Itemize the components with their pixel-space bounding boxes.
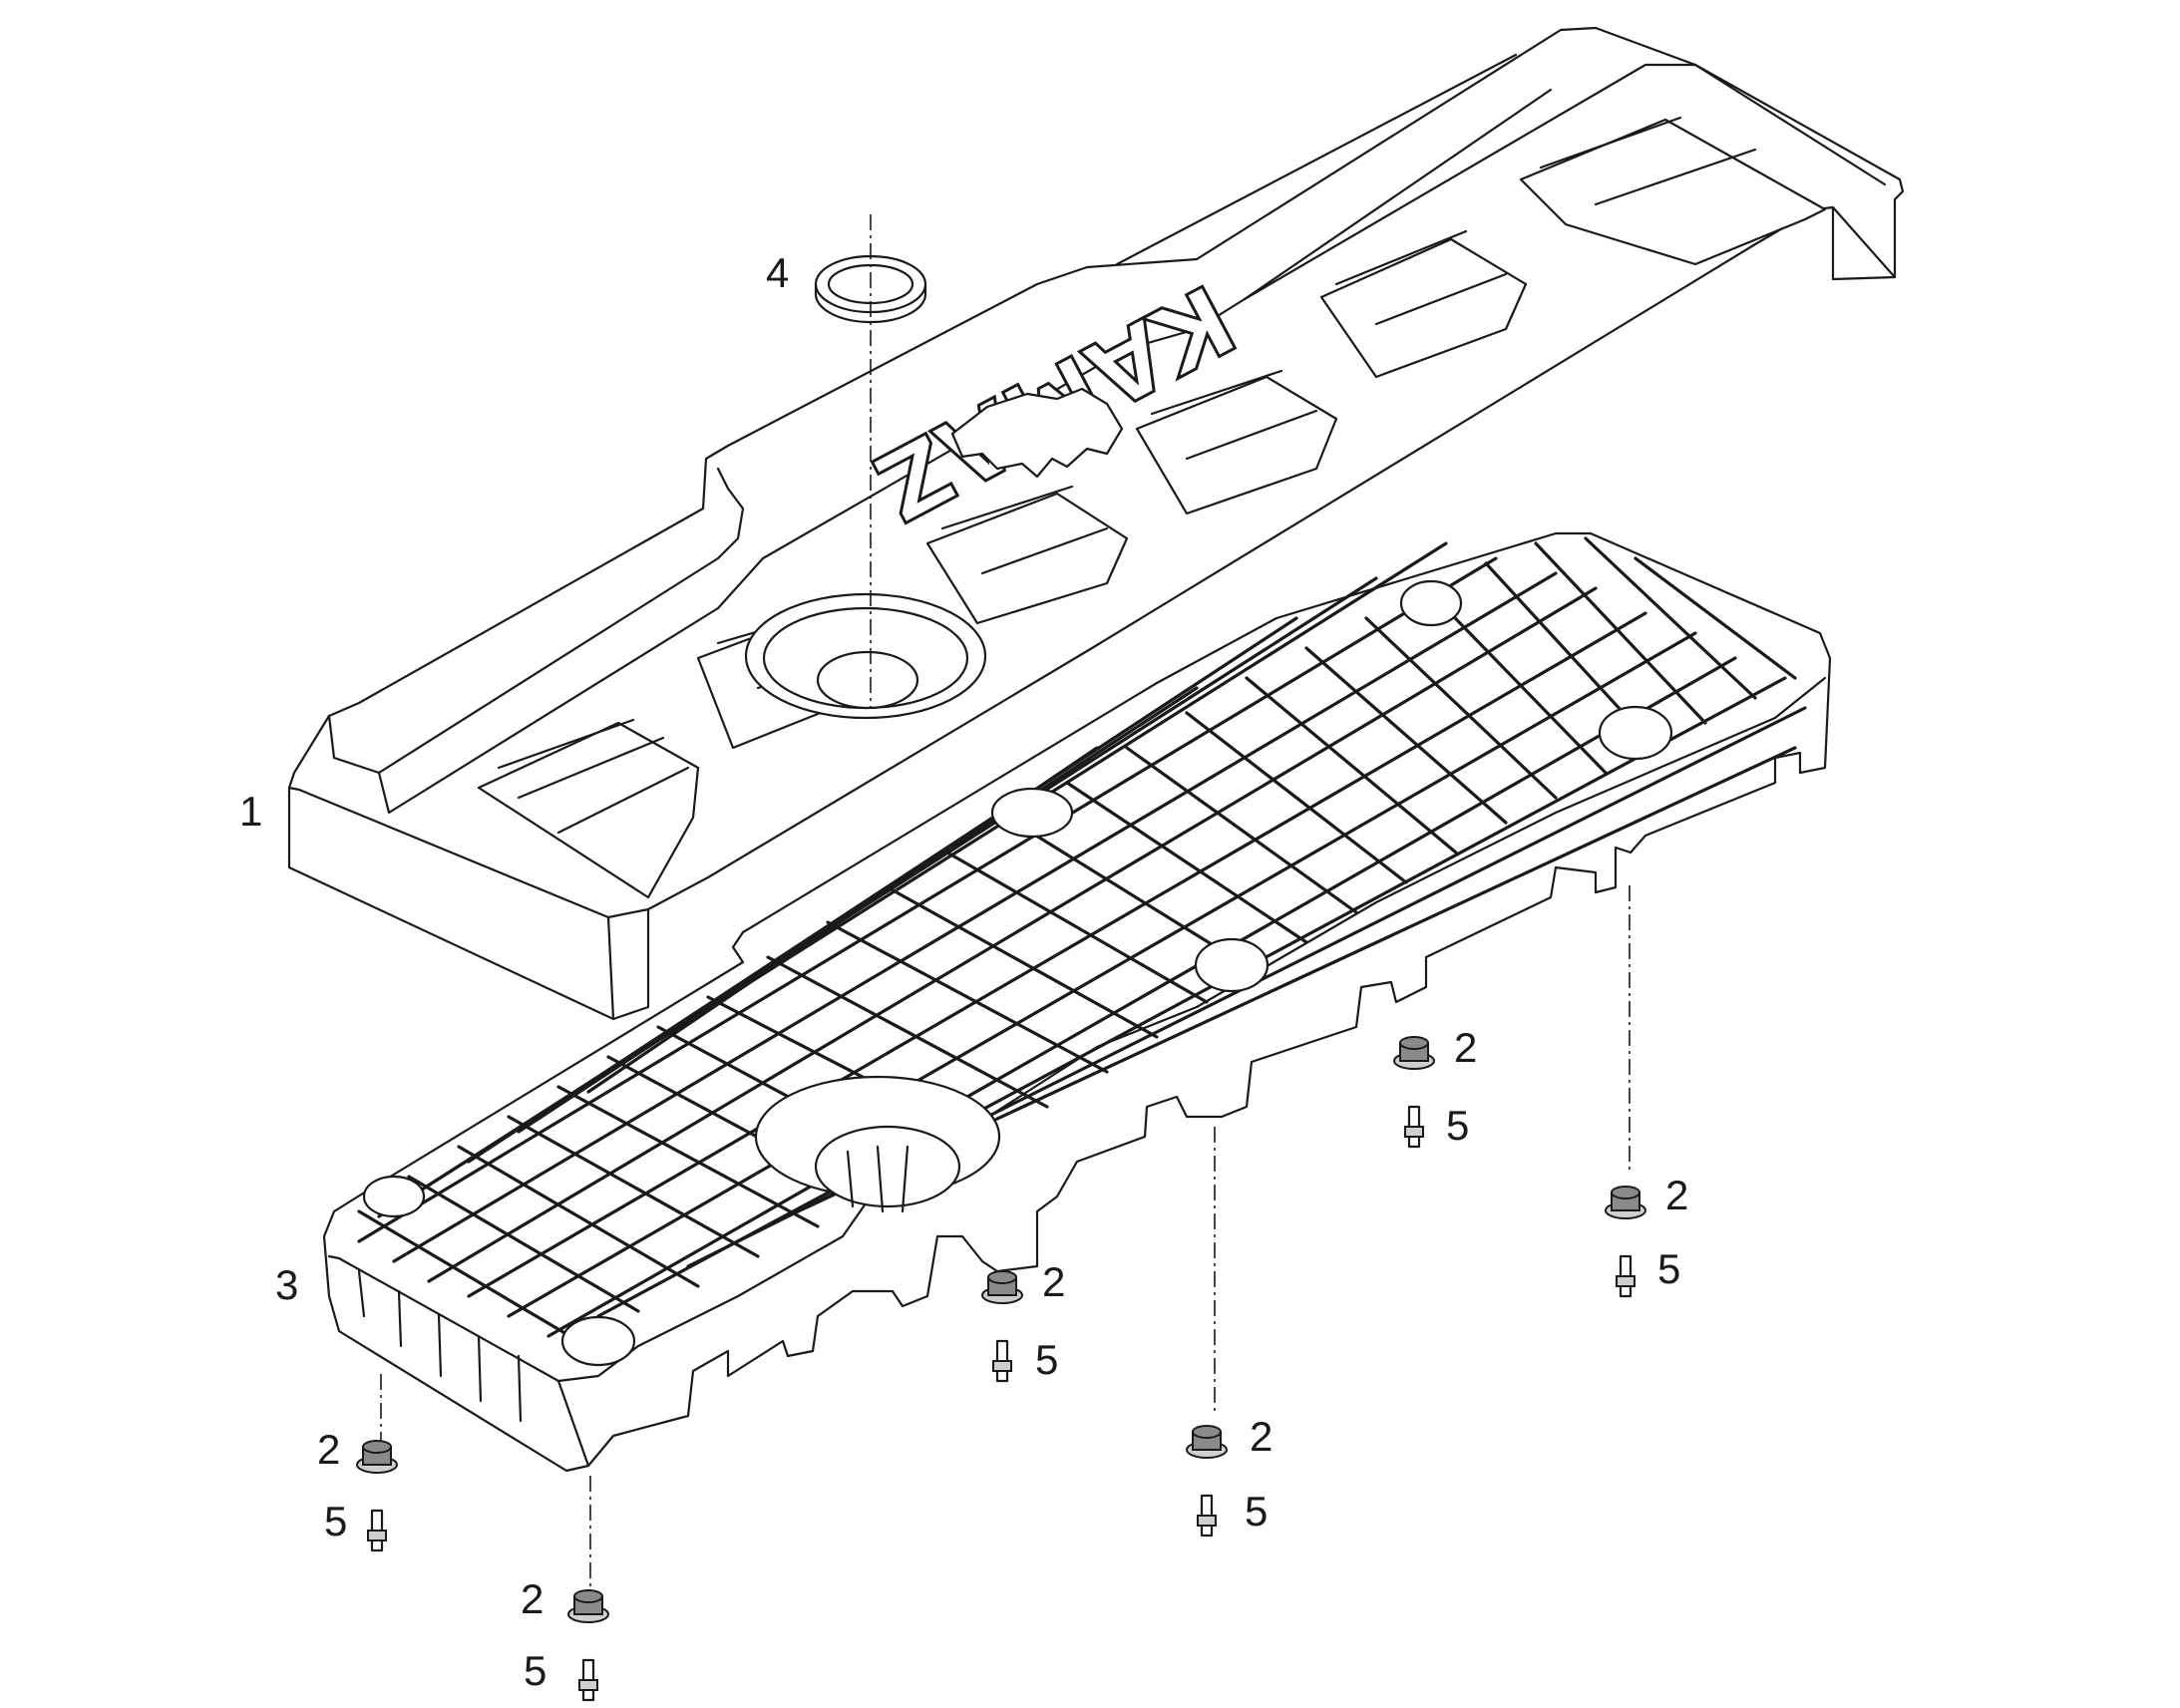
callout-4: 4 bbox=[766, 249, 790, 296]
callout-5-b: 5 bbox=[1657, 1245, 1681, 1292]
callout-2-b: 2 bbox=[1665, 1172, 1689, 1218]
callout-5-f: 5 bbox=[524, 1647, 547, 1694]
callout-2-c: 2 bbox=[1042, 1258, 1066, 1305]
callout-5-a: 5 bbox=[1446, 1102, 1470, 1149]
callout-2-e: 2 bbox=[317, 1426, 341, 1473]
callout-2-f: 2 bbox=[521, 1575, 545, 1622]
callout-1: 1 bbox=[239, 788, 263, 835]
grid-panel bbox=[322, 531, 1832, 1473]
callout-2-d: 2 bbox=[1250, 1413, 1273, 1460]
callout-5-e: 5 bbox=[324, 1498, 348, 1544]
bull-emblem bbox=[950, 387, 1124, 479]
fasteners bbox=[356, 1036, 1646, 1702]
callout-2-a: 2 bbox=[1454, 1024, 1478, 1071]
callout-5-c: 5 bbox=[1035, 1336, 1059, 1383]
engine-cover-top: KAMAZ bbox=[287, 26, 1905, 1021]
cover-filler-hole bbox=[816, 650, 919, 710]
assembly-axes bbox=[380, 214, 1631, 1595]
callout-5-d: 5 bbox=[1245, 1488, 1269, 1535]
callout-3: 3 bbox=[275, 1261, 299, 1308]
